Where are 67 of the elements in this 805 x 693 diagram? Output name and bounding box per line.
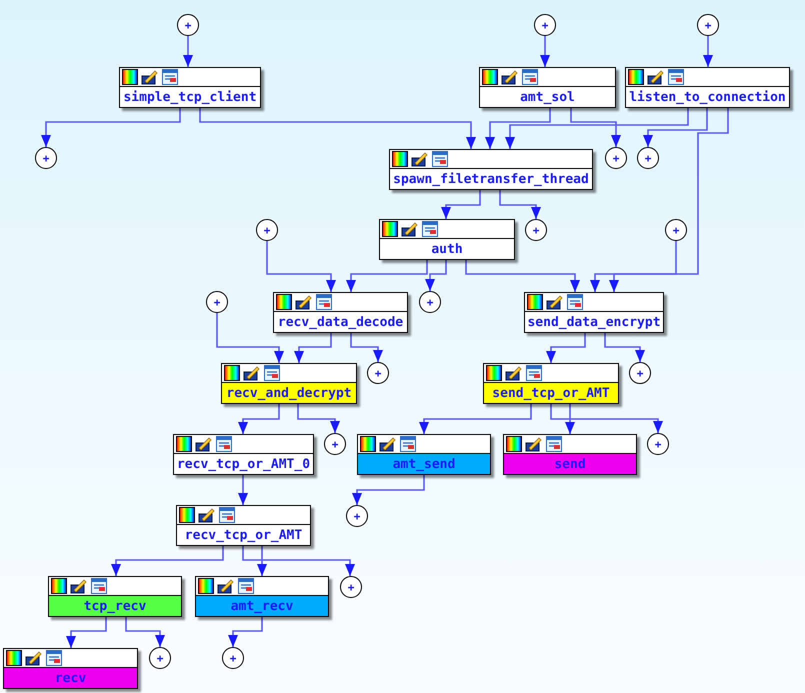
function-box bbox=[524, 292, 664, 333]
arrow bbox=[346, 260, 428, 292]
function-name: recv_tcp_or_AMT bbox=[184, 528, 302, 542]
function-name: listen_to_connection bbox=[629, 90, 786, 104]
arrow bbox=[238, 475, 248, 505]
function-name: send bbox=[554, 458, 586, 470]
arrow bbox=[66, 617, 107, 648]
arrow bbox=[604, 333, 645, 362]
arrow bbox=[425, 260, 447, 291]
arrow bbox=[499, 190, 541, 219]
arrow bbox=[257, 546, 267, 576]
arrow bbox=[590, 241, 677, 292]
function-box bbox=[625, 67, 790, 108]
function-box bbox=[357, 434, 491, 475]
function-box bbox=[173, 434, 314, 475]
arrow bbox=[228, 617, 263, 647]
arrow bbox=[703, 36, 713, 67]
function-name: recv_and_decrypt bbox=[226, 386, 352, 400]
function-name: tcp_recv bbox=[84, 600, 146, 612]
function-box bbox=[389, 149, 593, 190]
function-name: auth bbox=[431, 242, 463, 256]
arrow bbox=[350, 333, 383, 362]
function-box bbox=[195, 576, 329, 617]
arrow bbox=[294, 333, 332, 363]
arrow bbox=[540, 36, 550, 67]
function-name: send_data_encrypt bbox=[527, 316, 661, 328]
arrow bbox=[199, 108, 476, 149]
function-name: recv bbox=[54, 672, 86, 684]
function-name: amt_send bbox=[392, 458, 456, 470]
arrow bbox=[546, 333, 586, 363]
function-name: recv_data_decode bbox=[278, 316, 404, 328]
function-box bbox=[221, 363, 357, 404]
arrow bbox=[570, 108, 621, 147]
function-name: send_tcp_or_AMT bbox=[492, 386, 610, 400]
function-box bbox=[503, 434, 637, 475]
function-name: amt_recv bbox=[230, 600, 294, 612]
function-name: simple_tcp_client bbox=[123, 90, 257, 104]
arrow bbox=[465, 260, 580, 292]
function-name: spawn_filetransfer_thread bbox=[393, 172, 589, 186]
arrow bbox=[238, 404, 280, 434]
function-box bbox=[379, 219, 515, 260]
arrow bbox=[550, 404, 663, 433]
function-box bbox=[479, 67, 616, 108]
function-box bbox=[273, 292, 408, 333]
function-name: amt_sol bbox=[520, 90, 575, 104]
arrow bbox=[352, 475, 425, 505]
function-name: recv_tcp_or_AMT_0 bbox=[176, 458, 310, 470]
arrow bbox=[485, 108, 551, 149]
function-box bbox=[176, 505, 311, 546]
arrow bbox=[242, 546, 355, 576]
arrow bbox=[297, 404, 340, 433]
arrow bbox=[266, 241, 336, 292]
arrow bbox=[643, 108, 708, 147]
arrow bbox=[419, 404, 532, 434]
arrow bbox=[565, 404, 575, 434]
arrow bbox=[505, 108, 689, 149]
arrow bbox=[111, 546, 224, 576]
arrow bbox=[609, 108, 729, 292]
arrow bbox=[41, 108, 181, 147]
function-box bbox=[48, 576, 182, 617]
function-box bbox=[483, 363, 619, 404]
arrow bbox=[125, 617, 165, 647]
function-box bbox=[3, 648, 138, 689]
arrow bbox=[216, 313, 284, 363]
function-box bbox=[119, 67, 261, 108]
arrow bbox=[441, 190, 481, 219]
arrow bbox=[183, 36, 193, 67]
